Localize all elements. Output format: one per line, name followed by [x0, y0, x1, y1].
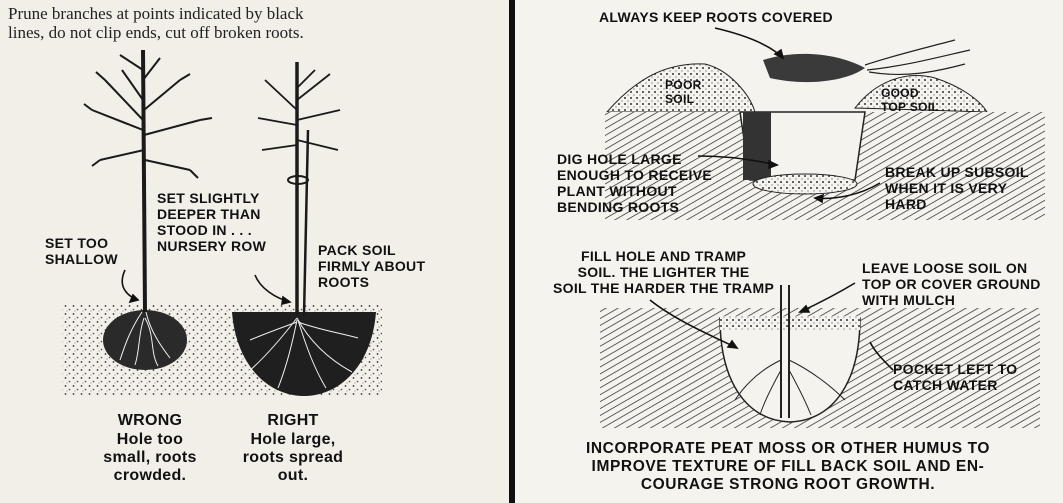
label-arrows-right	[649, 27, 894, 371]
label-poor-soil: POOR SOIL	[665, 78, 702, 106]
right-tree	[257, 62, 341, 317]
wrong-tree	[83, 49, 213, 313]
fill-hole-diagram	[600, 285, 1040, 428]
footer-note: INCORPORATE PEAT MOSS OR OTHER HUMUS TO …	[585, 440, 991, 493]
right-title: RIGHT	[267, 412, 319, 429]
label-dig-hole: DIG HOLE LARGE ENOUGH TO RECEIVE PLANT W…	[557, 151, 712, 215]
label-leave-loose-soil: LEAVE LOOSE SOIL ON TOP OR COVER GROUND …	[862, 260, 1041, 308]
wrong-title: WRONG	[117, 412, 183, 429]
left-panel: Prune branches at points indicated by bl…	[0, 0, 509, 503]
wrong-hole	[103, 310, 187, 370]
label-set-too-shallow: SET TOO SHALLOW	[45, 235, 118, 267]
panel-divider	[509, 0, 515, 503]
label-pack-soil: PACK SOIL FIRMLY ABOUT ROOTS	[318, 242, 426, 290]
label-fill-hole: FILL HOLE AND TRAMP SOIL. THE LIGHTER TH…	[553, 248, 775, 296]
hole-digging-illustration	[600, 27, 1045, 428]
right-panel: ALWAYS KEEP ROOTS COVERED POOR SOIL GOOD…	[515, 0, 1063, 503]
pruning-instruction: Prune branches at points indicated by bl…	[8, 4, 304, 42]
label-break-up-subsoil: BREAK UP SUBSOIL WHEN IT IS VERY HARD	[885, 164, 1029, 212]
label-good-top-soil: GOOD TOP SOIL	[881, 86, 939, 114]
label-set-slightly-deeper: SET SLIGHTLY DEEPER THAN STOOD IN . . . …	[157, 190, 267, 254]
wrong-description: Hole too small, roots crowded.	[103, 431, 197, 484]
label-arrows	[121, 269, 292, 306]
label-pocket-left: POCKET LEFT TO CATCH WATER	[893, 361, 1018, 393]
right-description: Hole large, roots spread out.	[242, 431, 344, 484]
planting-depth-illustration	[62, 49, 382, 396]
label-always-keep-roots: ALWAYS KEEP ROOTS COVERED	[599, 9, 833, 25]
